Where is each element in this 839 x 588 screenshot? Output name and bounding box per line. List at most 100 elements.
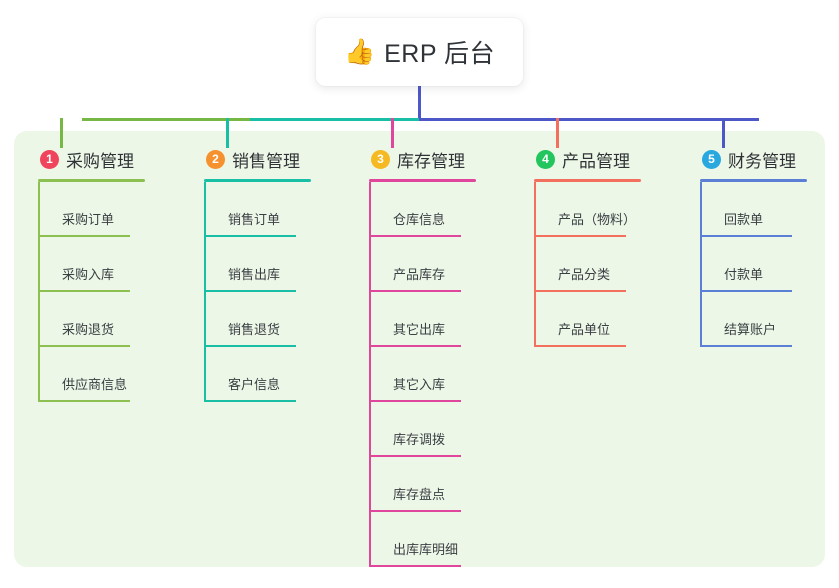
list-item[interactable]: 产品库存	[369, 237, 476, 292]
list-item[interactable]: 出库库明细	[369, 512, 476, 567]
list-item[interactable]: 其它入库	[369, 347, 476, 402]
list-item-rule	[204, 235, 296, 237]
list-item[interactable]: 销售退货	[204, 292, 311, 347]
list-item[interactable]: 供应商信息	[38, 347, 145, 402]
column-items-4: 产品（物料） 产品分类产品单位	[534, 182, 641, 347]
diagram-panel	[14, 131, 825, 567]
bus-segment-2	[250, 118, 422, 121]
list-item-label: 产品分类	[558, 267, 611, 282]
list-item[interactable]: 产品分类	[534, 237, 641, 292]
list-item[interactable]: 产品（物料）	[534, 182, 641, 237]
column-badge-4: 4	[536, 149, 555, 169]
list-item-label: 库存调拨	[393, 432, 446, 447]
drop-line-5	[722, 118, 725, 148]
column-rule-3	[369, 179, 476, 182]
column-spine-2	[204, 182, 206, 402]
list-item[interactable]: 库存盘点	[369, 457, 476, 512]
bus-segment-1	[82, 118, 253, 121]
list-item[interactable]: 其它出库	[369, 292, 476, 347]
list-item-rule	[369, 565, 461, 567]
list-item-label: 采购退货	[62, 322, 115, 337]
column-badge-3: 3	[371, 149, 390, 169]
list-item[interactable]: 销售订单	[204, 182, 311, 237]
list-item-label: 采购入库	[62, 267, 115, 282]
list-item[interactable]: 客户信息	[204, 347, 311, 402]
column-rule-2	[204, 179, 311, 182]
list-item-label: 采购订单	[62, 212, 115, 227]
root-stem	[418, 86, 421, 121]
list-item-rule	[369, 345, 461, 347]
list-item[interactable]: 销售出库	[204, 237, 311, 292]
list-item-rule	[534, 235, 626, 237]
list-item-label: 其它出库	[393, 322, 446, 337]
column-rule-5	[700, 179, 807, 182]
list-item-rule	[534, 290, 626, 292]
list-item-rule	[534, 345, 626, 347]
column-rule-1	[38, 179, 145, 182]
list-item-label: 供应商信息	[62, 377, 128, 392]
list-item-rule	[369, 510, 461, 512]
bus-segment-3	[419, 118, 759, 121]
list-item-label: 销售订单	[228, 212, 281, 227]
list-item-label: 产品单位	[558, 322, 611, 337]
column-items-5: 回款单付款单结算账户	[700, 182, 807, 347]
list-item-label: 库存盘点	[393, 487, 446, 502]
column-spine-1	[38, 182, 40, 402]
list-item-rule	[204, 400, 296, 402]
list-item-label: 销售退货	[228, 322, 281, 337]
column-items-2: 销售订单销售出库销售退货客户信息	[204, 182, 311, 402]
column-header-2[interactable]: 2 销售管理	[204, 146, 311, 172]
drop-line-1	[60, 118, 63, 148]
list-item-rule	[204, 345, 296, 347]
drop-line-3	[391, 118, 394, 148]
list-item-rule	[38, 345, 130, 347]
list-item[interactable]: 采购退货	[38, 292, 145, 347]
list-item-rule	[204, 290, 296, 292]
column-items-1: 采购订单采购入库采购退货供应商信息	[38, 182, 145, 402]
list-item-rule	[700, 290, 792, 292]
list-item-rule	[38, 400, 130, 402]
column-title-2: 销售管理	[232, 151, 300, 171]
list-item-label: 出库库明细	[393, 542, 459, 557]
column-badge-1: 1	[40, 149, 59, 169]
column-2: 2 销售管理销售订单销售出库销售退货客户信息	[204, 146, 311, 402]
column-badge-5: 5	[702, 149, 721, 169]
list-item[interactable]: 付款单	[700, 237, 807, 292]
list-item-label: 回款单	[724, 212, 764, 227]
list-item[interactable]: 产品单位	[534, 292, 641, 347]
column-badge-2: 2	[206, 149, 225, 169]
root-node-title: ERP 后台	[384, 40, 496, 68]
list-item-label: 结算账户	[724, 322, 777, 337]
column-title-1: 采购管理	[66, 151, 134, 171]
list-item-label: 产品（物料）	[558, 212, 637, 227]
list-item-label: 付款单	[724, 267, 764, 282]
list-item-label: 销售出库	[228, 267, 281, 282]
column-header-5[interactable]: 5 财务管理	[700, 146, 807, 172]
list-item-rule	[369, 235, 461, 237]
column-spine-3	[369, 182, 371, 567]
list-item[interactable]: 库存调拨	[369, 402, 476, 457]
list-item-label: 产品库存	[393, 267, 446, 282]
column-header-1[interactable]: 1 采购管理	[38, 146, 145, 172]
thumbs-up-icon: 👍	[343, 37, 376, 66]
list-item[interactable]: 采购订单	[38, 182, 145, 237]
column-spine-5	[700, 182, 702, 347]
list-item[interactable]: 回款单	[700, 182, 807, 237]
column-spine-4	[534, 182, 536, 347]
column-title-5: 财务管理	[728, 151, 796, 171]
list-item-label: 客户信息	[228, 377, 281, 392]
list-item[interactable]: 仓库信息	[369, 182, 476, 237]
list-item[interactable]: 采购入库	[38, 237, 145, 292]
column-5: 5 财务管理回款单付款单结算账户	[700, 146, 807, 347]
root-node[interactable]: 👍 ERP 后台	[316, 18, 523, 86]
column-items-3: 仓库信息产品库存其它出库其它入库库存调拨库存盘点出库库明细	[369, 182, 476, 567]
list-item-rule	[38, 235, 130, 237]
list-item[interactable]: 结算账户	[700, 292, 807, 347]
list-item-rule	[700, 345, 792, 347]
list-item-rule	[369, 455, 461, 457]
